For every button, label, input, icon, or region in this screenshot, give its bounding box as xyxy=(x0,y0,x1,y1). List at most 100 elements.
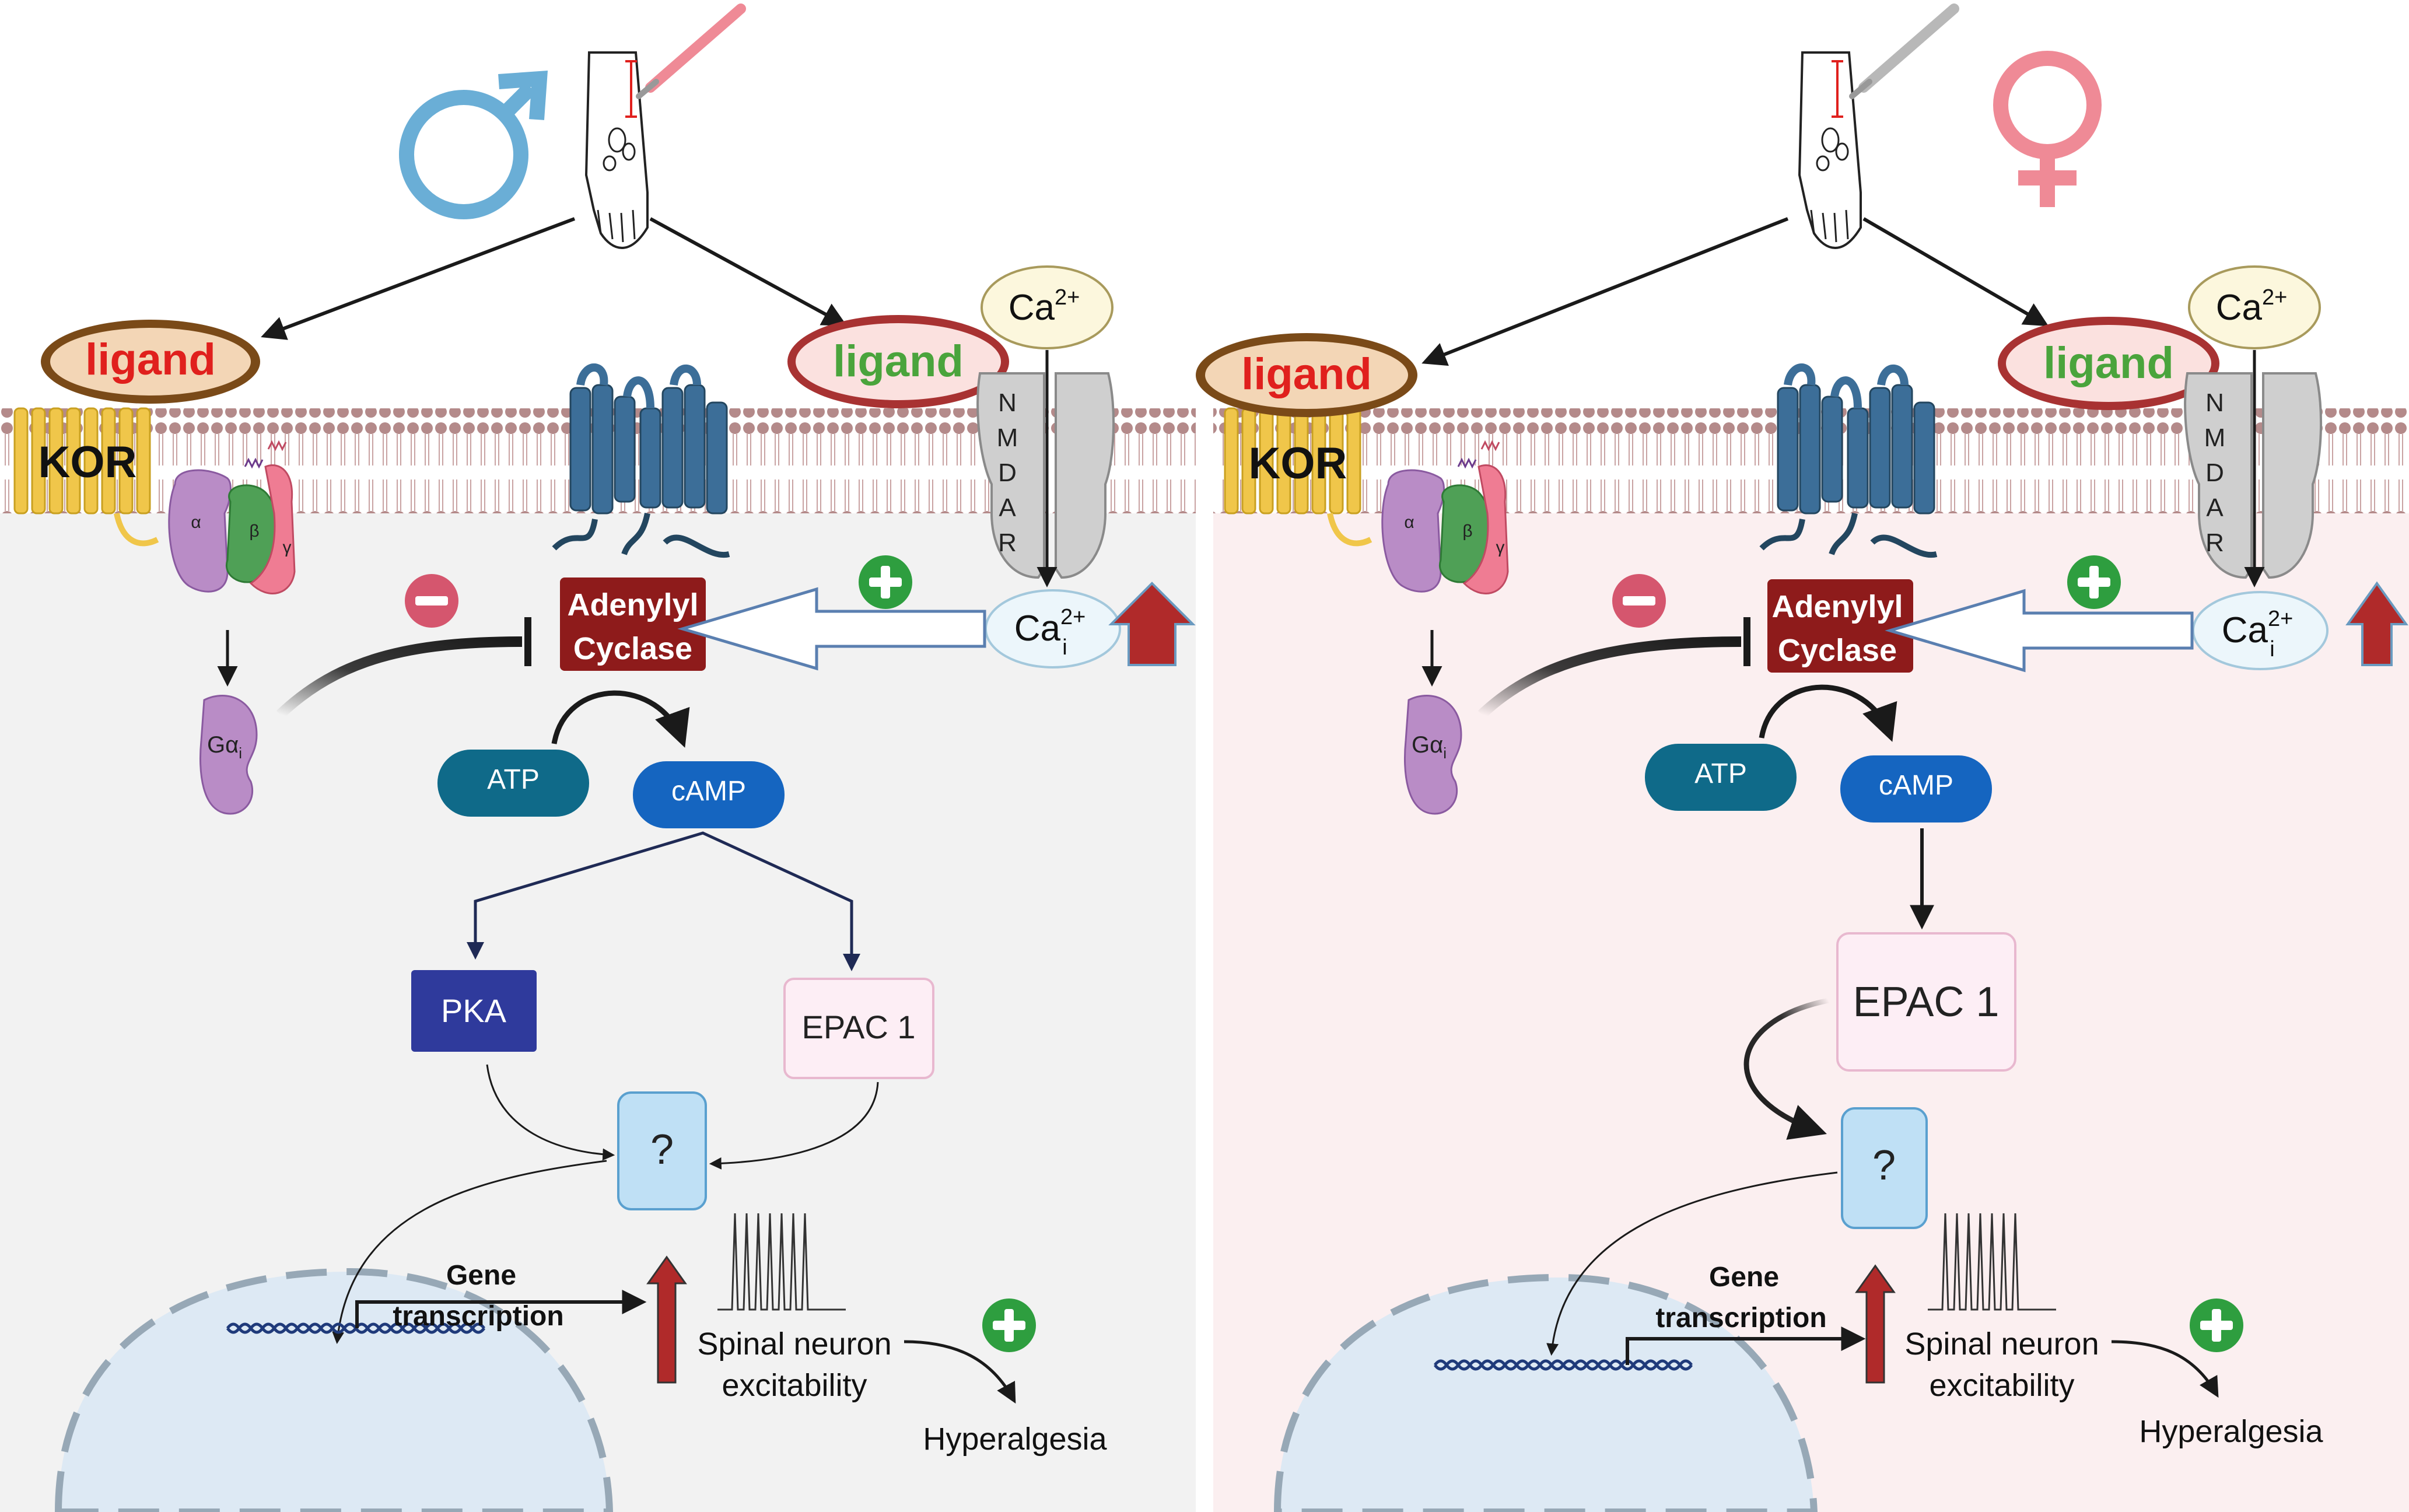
male-panel: KOR ligand α β γ Gαi xyxy=(0,4,1196,1512)
nmdar-letter-a: A xyxy=(999,494,1016,522)
camp-pill xyxy=(1840,755,1992,822)
calcium-extracellular-label: Ca2+ xyxy=(2216,285,2288,328)
calcium-increase-up-arrow xyxy=(2345,581,2408,666)
excitability-line2: excitability xyxy=(1929,1368,2074,1403)
nmdar-letter-a: A xyxy=(2206,494,2224,522)
excitability-to-hyperalgesia-arrow xyxy=(904,1340,1016,1404)
epac-label: EPAC 1 xyxy=(801,1009,915,1045)
kor-receptor: KOR xyxy=(13,407,159,547)
paw-to-kor-ligand-arrow xyxy=(261,217,576,340)
adenylyl-cyclase-transmembrane xyxy=(1777,363,1935,514)
unknown-to-nucleus-arrow xyxy=(332,1160,607,1345)
calcium-extracellular xyxy=(2188,265,2321,349)
paw-to-nmdar-ligand-arrow xyxy=(1862,217,2049,327)
excitability-line2: excitability xyxy=(722,1368,867,1403)
inhibit-badge-icon xyxy=(1612,574,1666,628)
transcription-arrow xyxy=(1626,1326,1866,1365)
nucleus xyxy=(1273,1273,1818,1512)
epac-label: EPAC 1 xyxy=(1853,979,2000,1026)
calcium-intracellular-label: Ca2+i xyxy=(2222,607,2294,662)
gene-label-line2: transcription xyxy=(1655,1303,1826,1334)
action-potential-trace xyxy=(717,1213,846,1311)
excitability-to-hyperalgesia-arrow xyxy=(2111,1340,2219,1398)
unknown-effector-label: ? xyxy=(650,1126,674,1173)
kor-ligand xyxy=(50,328,251,396)
adenylyl-cyclase-line2: Cyclase xyxy=(573,631,692,666)
g-alpha-i-label: Gαi xyxy=(207,732,242,762)
nmdar-channel: N M D A R xyxy=(976,372,1115,579)
nmdar-letter-m: M xyxy=(997,424,1018,452)
g-alpha-i xyxy=(1404,695,1462,815)
camp-branch-line xyxy=(474,831,853,963)
nmdar-ligand xyxy=(796,323,1001,400)
adenylyl-cyclase-box xyxy=(1767,579,1913,673)
hyperalgesia-activate-badge-icon xyxy=(2190,1298,2243,1352)
nmdar-channel: N M D A R xyxy=(2184,372,2323,579)
excitability-up-arrow xyxy=(1855,1264,1896,1384)
atp-pill xyxy=(1645,744,1797,811)
camp-label: cAMP xyxy=(1879,770,1953,801)
excitability-line1: Spinal neuron xyxy=(1904,1326,2099,1362)
adenylyl-cyclase-box xyxy=(560,578,706,671)
paw-to-kor-ligand-arrow xyxy=(1421,217,1789,366)
kor-label: KOR xyxy=(1249,439,1347,488)
calcium-activates-ac-arrow xyxy=(1885,589,2194,673)
unknown-effector-box xyxy=(617,1091,707,1210)
dna-strand-2 xyxy=(1433,1359,1693,1371)
gene-label-line1: Gene xyxy=(1709,1262,1779,1293)
transcription-arrow xyxy=(355,1290,647,1328)
epac-box xyxy=(1836,932,2016,1072)
unknown-effector-box xyxy=(1841,1107,1928,1229)
gai-inhibits-ac-line xyxy=(276,636,523,719)
atp-label: ATP xyxy=(1694,758,1747,789)
adenylyl-cyclase-line1: Adenylyl xyxy=(1771,589,1903,624)
kor-label: KOR xyxy=(38,438,137,487)
nmdar-ligand-label: ligand xyxy=(2043,338,2174,388)
g-alpha-label: α xyxy=(191,513,201,532)
kor-ligand xyxy=(1205,341,1408,409)
nmdar-letter-n: N xyxy=(2205,388,2224,417)
paw-incision-icon xyxy=(584,4,746,249)
adenylyl-cyclase-tails xyxy=(552,512,730,558)
pka-to-unknown-arrow xyxy=(486,1064,615,1161)
g-gamma-label: γ xyxy=(1496,538,1505,557)
nmdar-letter-d: D xyxy=(2205,459,2224,487)
calcium-intracellular-label: Ca2+i xyxy=(1014,605,1086,660)
g-protein: α β γ xyxy=(168,440,296,594)
paw-incision-icon xyxy=(1798,4,1959,249)
inhibit-badge-icon xyxy=(405,574,458,628)
pka-box xyxy=(411,970,537,1052)
atp-to-camp-arrow xyxy=(1759,684,1897,742)
nmdar-ligand-label: ligand xyxy=(833,337,964,386)
calcium-extracellular-label: Ca2+ xyxy=(1009,285,1080,328)
excitability-up-arrow xyxy=(646,1255,687,1384)
gai-inhibits-ac-line xyxy=(1477,636,1742,719)
nmdar-letter-n: N xyxy=(998,388,1017,417)
nmdar-ligand xyxy=(2006,325,2211,402)
excitability-line1: Spinal neuron xyxy=(697,1326,891,1362)
nucleus xyxy=(54,1268,614,1512)
nmdar-letter-r: R xyxy=(2205,528,2224,557)
calcium-increase-up-arrow xyxy=(1108,582,1196,666)
activate-badge-icon xyxy=(859,555,912,609)
adenylyl-cyclase-tails xyxy=(1759,512,1938,558)
hyperalgesia-activate-badge-icon xyxy=(982,1298,1036,1352)
panel-divider xyxy=(1196,0,1213,1512)
camp-label: cAMP xyxy=(671,776,746,807)
adenylyl-cyclase-line1: Adenylyl xyxy=(567,587,698,622)
g-protein: α β γ xyxy=(1381,440,1509,594)
camp-pill xyxy=(633,761,785,828)
adenylyl-cyclase-line2: Cyclase xyxy=(1778,633,1897,668)
unknown-effector-label: ? xyxy=(1872,1142,1896,1189)
gene-label-line2: transcription xyxy=(393,1301,563,1332)
atp-to-camp-arrow xyxy=(551,690,690,748)
outcome-label: Hyperalgesia xyxy=(2139,1414,2323,1449)
gene-label-line1: Gene xyxy=(446,1260,516,1291)
female-symbol-icon xyxy=(1993,51,2102,207)
adenylyl-cyclase-transmembrane xyxy=(569,363,728,514)
nmdar-letter-m: M xyxy=(2204,424,2226,452)
g-alpha-i xyxy=(199,695,258,815)
g-gamma-label: γ xyxy=(283,538,292,557)
nmdar-letter-r: R xyxy=(998,528,1017,557)
